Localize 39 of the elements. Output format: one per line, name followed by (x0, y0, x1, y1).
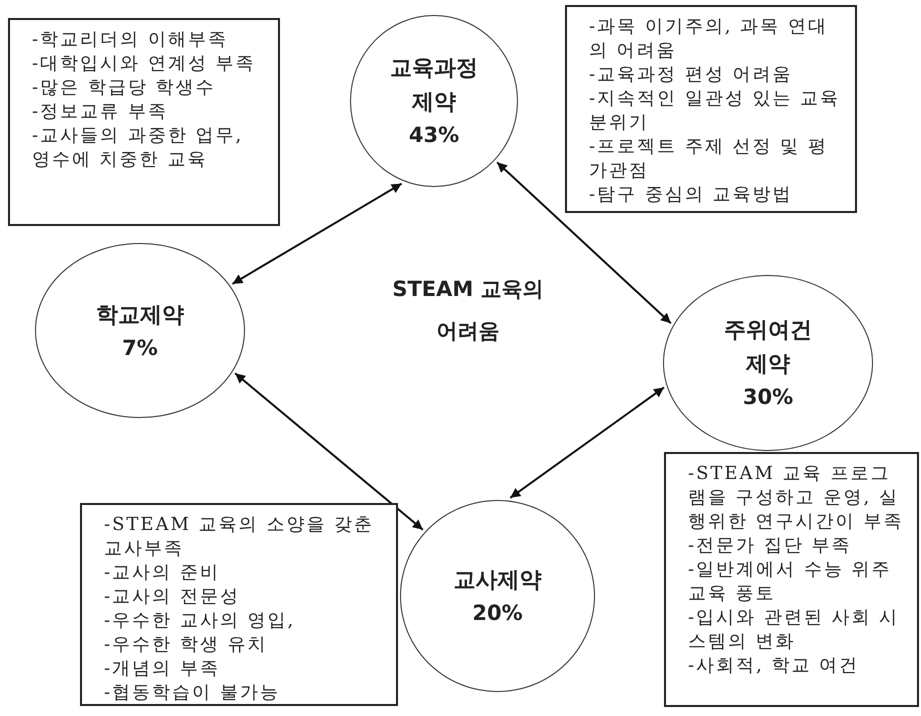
list-item: -대학입시와 연계성 부족 (32, 52, 257, 76)
list-item: -많은 학급당 학생수 (32, 76, 217, 100)
category-title: 교사제약 (452, 567, 542, 595)
list-item: -전문가 집단 부족 (688, 534, 853, 558)
list-item: -프로젝트 주제 선정 및 평가관점 (589, 135, 829, 183)
percentage-text: 7% (121, 334, 159, 362)
list-item: -탐구 중심의 교육방법 (589, 183, 794, 207)
category-title: 주위여건 제약 (723, 317, 813, 379)
list-item: -STEAM 교육의 소양을 갖춘 교사부족 (104, 513, 376, 561)
center-title: STEAM 교육의 어려움 (391, 276, 545, 345)
list-item: -과목 이기주의, 과목 연대의 어려움 (589, 15, 829, 63)
list-item: -사회적, 학교 여건 (688, 654, 860, 678)
category-title: 학교제약 (95, 302, 185, 330)
double-arrow (510, 386, 665, 499)
list-item: -개념의 부족 (104, 657, 221, 681)
list-item: -입시와 관련된 사회 시스템의 변화 (688, 606, 900, 654)
list-item: -STEAM 교육 프로그램을 구성하고 운영, 실행위한 연구시간이 부족 (688, 462, 904, 534)
list-item: -교사의 전문성 (104, 585, 241, 609)
list-item: -지속적인 일관성 있는 교육분위기 (589, 87, 842, 135)
list-box (80, 503, 398, 706)
list-item: -우수한 학생 유치 (104, 633, 269, 657)
list-item: -교사들의 과중한 업무, 영수에 치중한 교육 (32, 124, 244, 172)
list-item: -교육과정 편성 어려움 (589, 63, 794, 87)
double-arrow (496, 162, 672, 324)
list-box (664, 452, 919, 707)
percentage-text: 30% (742, 384, 794, 411)
list-item: -일반계에서 수능 위주 교육 풍토 (688, 558, 893, 606)
list-item: -정보교류 부족 (32, 100, 169, 124)
list-item: -우수한 교사의 영입, (104, 609, 296, 633)
list-item: -교사의 준비 (104, 561, 221, 585)
list-item: -협동학습이 불가능 (104, 681, 281, 705)
double-arrow (234, 372, 424, 530)
list-box (565, 5, 857, 213)
category-title: 교육과정 제약 (389, 55, 479, 117)
percentage-text: 43% (408, 122, 460, 149)
percentage-text: 20% (471, 600, 524, 627)
list-box (8, 18, 280, 226)
list-item: -학교리더의 이해부족 (32, 28, 229, 52)
double-arrow (232, 182, 402, 285)
